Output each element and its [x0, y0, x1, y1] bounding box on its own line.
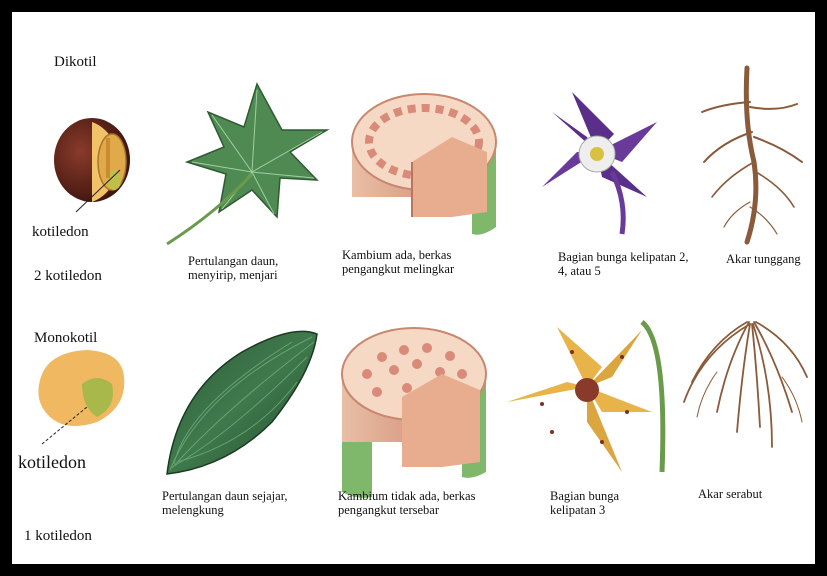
dikotil-root-caption: Akar tunggang: [726, 252, 801, 266]
caption-line: Bagian bunga kelipatan 2,: [558, 250, 689, 264]
monokotil-flower-caption: Bagian bunga kelipatan 3: [550, 489, 619, 518]
dikotil-stem-caption: Kambium ada, berkas pengangkut melingkar: [342, 248, 454, 277]
dikotil-leaf-caption: Pertulangan daun, menyirip, menjari: [188, 254, 278, 283]
dicot-stem-illustration: [352, 94, 496, 235]
caption-line: melengkung: [162, 503, 288, 517]
monokotil-stem-caption: Kambium tidak ada, berkas pengangkut ter…: [338, 489, 475, 518]
dikotil-count-label: 2 kotiledon: [34, 268, 102, 285]
monokotil-seed-label: kotiledon: [18, 452, 86, 473]
monokotil-title: Monokotil: [34, 330, 97, 347]
caption-line: Pertulangan daun sejajar,: [162, 489, 288, 503]
tap-root-illustration: [702, 68, 802, 242]
monokotil-root-caption: Akar serabut: [698, 487, 762, 501]
caption-line: kelipatan 3: [550, 503, 619, 517]
illustrations: [12, 12, 815, 564]
dicot-seed-illustration: [54, 118, 130, 212]
monocot-stem-illustration: [342, 328, 486, 498]
dicot-leaf-illustration: [167, 84, 327, 244]
diagram-frame: Dikotil kotiledon 2 kotiledon Pertulanga…: [12, 12, 815, 564]
dicot-flower-illustration: [542, 92, 657, 234]
caption-line: menyirip, menjari: [188, 268, 278, 282]
dikotil-flower-caption: Bagian bunga kelipatan 2, 4, atau 5: [558, 250, 689, 279]
dikotil-seed-label: kotiledon: [32, 224, 89, 241]
dikotil-title: Dikotil: [54, 54, 97, 71]
monocot-seed-illustration: [38, 350, 124, 444]
monocot-leaf-illustration: [167, 331, 317, 474]
caption-line: pengangkut tersebar: [338, 503, 475, 517]
caption-line: Kambium tidak ada, berkas: [338, 489, 475, 503]
monocot-flower-illustration: [507, 322, 663, 472]
caption-line: Kambium ada, berkas: [342, 248, 454, 262]
caption-line: 4, atau 5: [558, 264, 689, 278]
caption-line: Bagian bunga: [550, 489, 619, 503]
caption-line: pengangkut melingkar: [342, 262, 454, 276]
monokotil-leaf-caption: Pertulangan daun sejajar, melengkung: [162, 489, 288, 518]
monokotil-count-label: 1 kotiledon: [24, 528, 92, 545]
fibrous-root-illustration: [684, 322, 807, 447]
caption-line: Pertulangan daun,: [188, 254, 278, 268]
